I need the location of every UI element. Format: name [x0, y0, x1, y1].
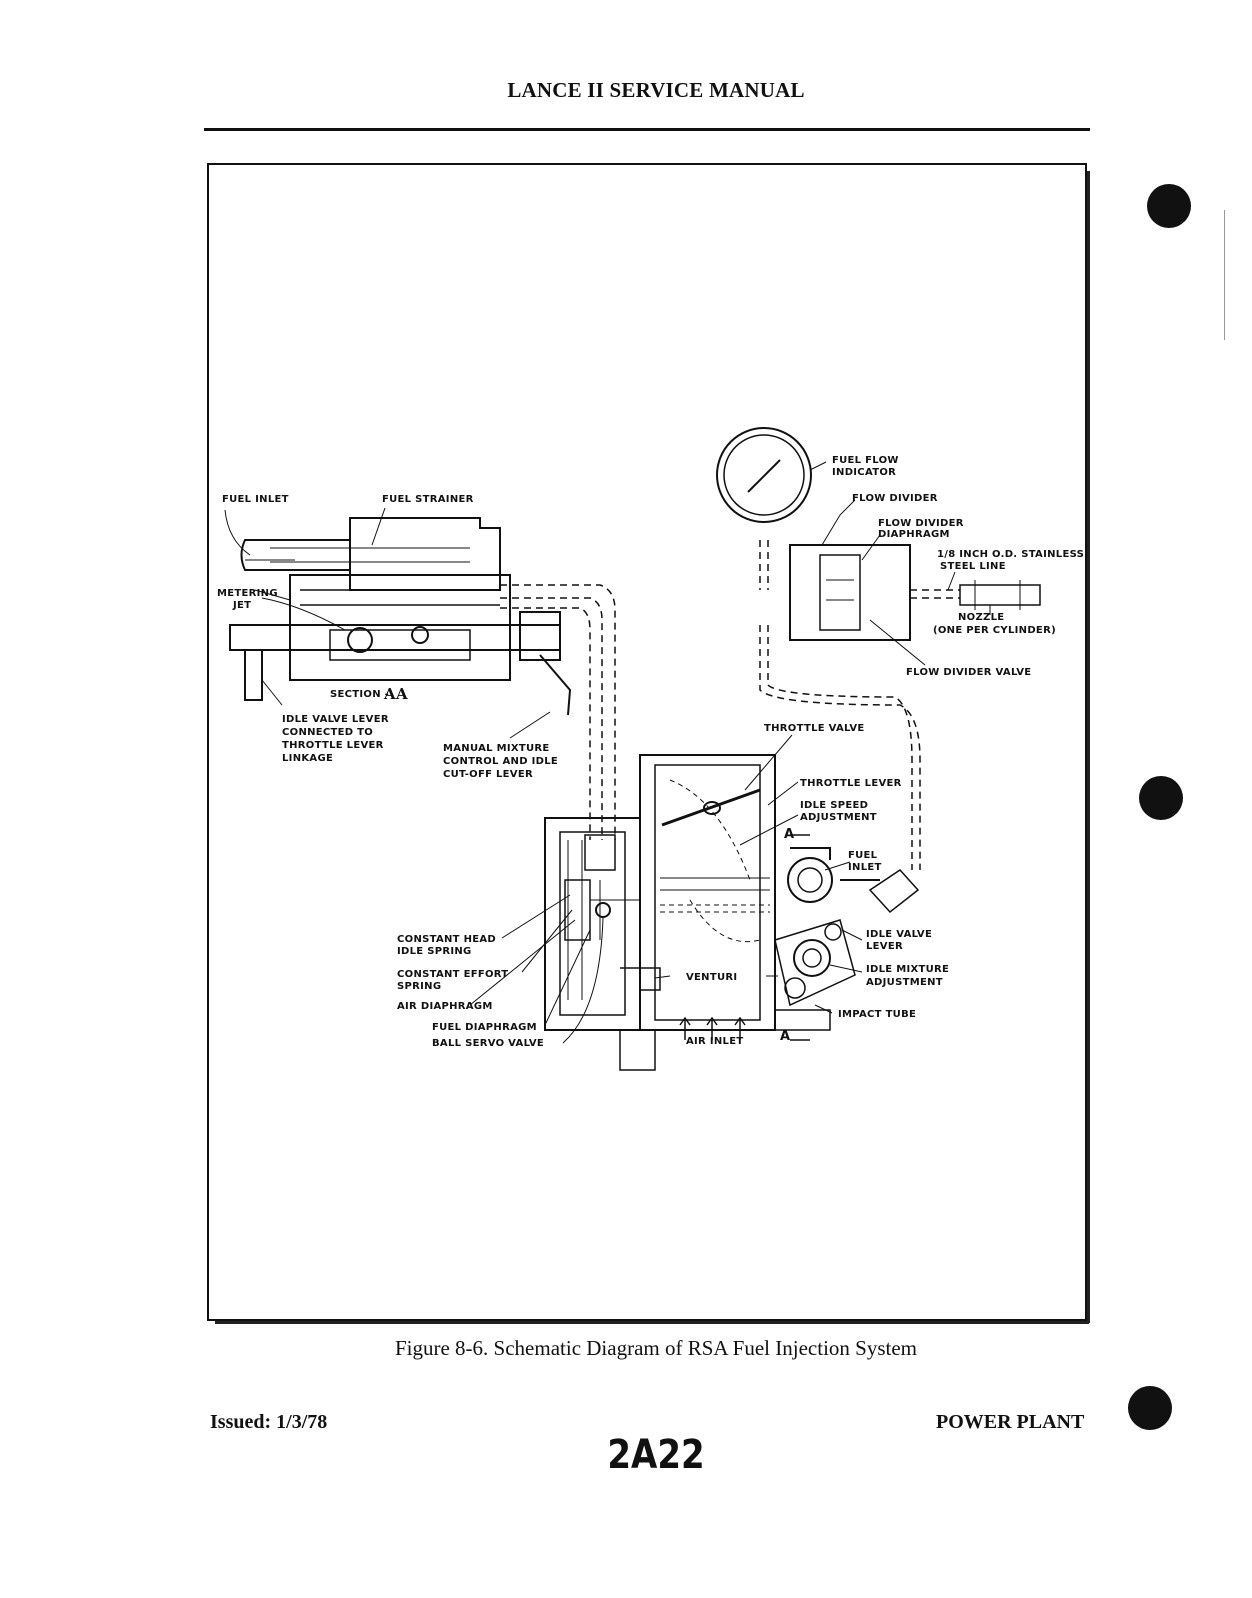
air-inlet-arrows — [679, 1016, 746, 1040]
label-stainless-line-2: STEEL LINE — [940, 561, 1006, 572]
label-nozzle-2: (ONE PER CYLINDER) — [933, 625, 1056, 636]
label-idle-mixture-2: ADJUSTMENT — [866, 977, 943, 988]
label-constant-head-2: IDLE SPRING — [397, 946, 472, 957]
punch-hole-middle — [1139, 776, 1183, 820]
throttle-body — [639, 754, 920, 1031]
section-aa-assembly — [229, 517, 572, 716]
label-section-marker-top: A — [784, 827, 794, 842]
leader-lines — [224, 499, 991, 1044]
fuel-lines — [500, 540, 960, 870]
page-header-title: LANCE II SERVICE MANUAL — [507, 78, 805, 102]
scan-edge-mark — [1224, 210, 1225, 340]
label-flow-divider-valve: FLOW DIVIDER VALVE — [906, 667, 1031, 678]
label-fuel-inlet-body-1: FUEL — [848, 850, 878, 861]
label-air-diaphragm: AIR DIAPHRAGM — [397, 1001, 493, 1012]
footer-section-name: POWER PLANT — [936, 1411, 1085, 1433]
label-fuel-inlet-top: FUEL INLET — [222, 494, 289, 505]
punch-hole-bottom — [1128, 1386, 1172, 1430]
fuel-flow-indicator-gauge — [716, 427, 827, 523]
label-metering-jet-line1: METERING — [217, 588, 278, 599]
label-manual-mixture-2: CONTROL AND IDLE — [443, 756, 558, 767]
label-idle-mixture-1: IDLE MIXTURE — [866, 964, 949, 975]
label-nozzle-1: NOZZLE — [958, 612, 1004, 623]
punch-hole-top — [1147, 184, 1191, 228]
label-section-prefix: SECTION - — [330, 689, 389, 700]
flow-divider-body — [789, 544, 1041, 641]
label-idle-valve-linkage-4: LINKAGE — [282, 753, 333, 764]
label-throttle-lever: THROTTLE LEVER — [800, 778, 902, 789]
label-throttle-valve: THROTTLE VALVE — [764, 723, 865, 734]
label-idle-valve-linkage-1: IDLE VALVE LEVER — [282, 714, 389, 725]
label-fuel-flow-indicator-1: FUEL FLOW — [832, 455, 899, 466]
label-idle-valve-linkage-2: CONNECTED TO — [282, 727, 373, 738]
servo-regulator — [544, 817, 661, 1071]
label-section-marker-bottom: A — [780, 1029, 790, 1044]
label-section-letters: AA — [383, 685, 408, 703]
label-fuel-flow-indicator-2: INDICATOR — [832, 467, 896, 478]
label-idle-valve-lever-1: IDLE VALVE — [866, 929, 932, 940]
footer-issued-date: Issued: 1/3/78 — [210, 1411, 328, 1433]
label-constant-effort-2: SPRING — [397, 981, 441, 992]
label-stainless-line-1: 1/8 INCH O.D. STAINLESS — [937, 549, 1084, 560]
label-flow-divider: FLOW DIVIDER — [852, 493, 938, 504]
label-idle-speed-1: IDLE SPEED — [800, 800, 868, 811]
page-code: 2A22 — [607, 1432, 705, 1478]
label-manual-mixture-3: CUT-OFF LEVER — [443, 769, 533, 780]
header-rule — [204, 128, 1090, 131]
label-fuel-inlet-body-2: INLET — [848, 862, 882, 873]
label-idle-valve-linkage-3: THROTTLE LEVER — [282, 740, 384, 751]
figure-frame — [207, 163, 1090, 1324]
label-idle-speed-2: ADJUSTMENT — [800, 812, 877, 823]
label-fuel-diaphragm: FUEL DIAPHRAGM — [432, 1022, 537, 1033]
label-metering-jet-line2: JET — [232, 600, 251, 611]
label-ball-servo-valve: BALL SERVO VALVE — [432, 1038, 544, 1049]
label-constant-effort-1: CONSTANT EFFORT — [397, 969, 508, 980]
figure-caption: Figure 8-6. Schematic Diagram of RSA Fue… — [394, 1336, 917, 1360]
label-air-inlet: AIR INLET — [686, 1036, 743, 1047]
label-manual-mixture-1: MANUAL MIXTURE — [443, 743, 550, 754]
label-idle-valve-lever-2: LEVER — [866, 941, 903, 952]
diagram-labels: FUEL INLET FUEL STRAINER METERING JET SE… — [217, 455, 1084, 1049]
label-impact-tube: IMPACT TUBE — [838, 1009, 916, 1020]
label-flow-divider-diaphragm-1: FLOW DIVIDER — [878, 518, 964, 529]
label-constant-head-1: CONSTANT HEAD — [397, 934, 496, 945]
label-fuel-strainer: FUEL STRAINER — [382, 494, 474, 505]
label-flow-divider-diaphragm-2: DIAPHRAGM — [878, 529, 950, 540]
label-venturi: VENTURI — [686, 972, 737, 983]
